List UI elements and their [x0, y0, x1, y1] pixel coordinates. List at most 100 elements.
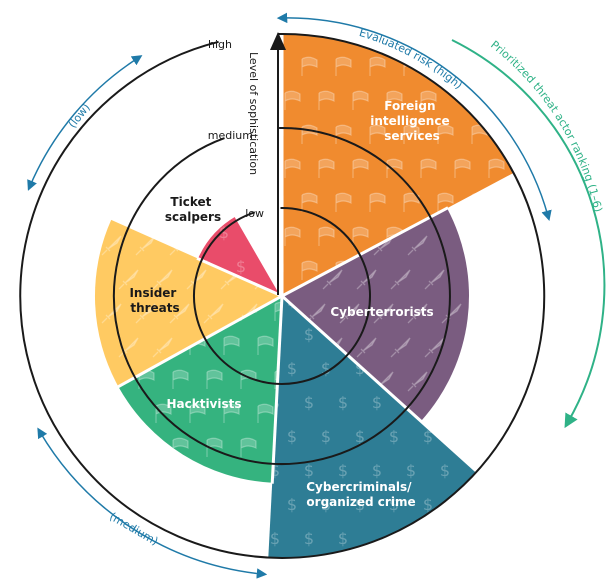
flag-icon [166, 125, 181, 144]
dollar-icon: $ [372, 461, 382, 480]
flag-icon [183, 159, 198, 178]
flag-icon [489, 363, 504, 382]
dollar-icon: $ [389, 495, 399, 514]
dollar-icon: $ [168, 461, 178, 480]
separator-cyberterrorists [281, 206, 449, 298]
flag-icon [234, 533, 249, 552]
dollar-icon: $ [253, 223, 263, 242]
wedge-ticket-scalpers [198, 216, 282, 296]
dollar-icon: $ [321, 495, 331, 514]
flag-icon [274, 301, 283, 321]
flag-icon [505, 260, 514, 280]
dollar-icon: $ [236, 529, 246, 548]
flag-icon [257, 335, 274, 355]
knife-icon [356, 269, 377, 290]
dollar-icon: $ [304, 325, 314, 344]
low-risk-arrow [27, 55, 143, 191]
axis-title: Level of sophistication [247, 52, 260, 175]
knife-icon [135, 235, 156, 256]
knife-icon [101, 235, 122, 256]
dollar-icon: $ [100, 393, 110, 412]
flag-icon [81, 431, 96, 450]
knife-icon [373, 303, 394, 324]
dollar-icon: $ [219, 223, 229, 242]
flag-icon [488, 294, 505, 296]
flag-icon [471, 192, 488, 212]
wedge-cybercriminals [268, 296, 477, 558]
knife-icon [170, 168, 189, 187]
dollar-icon: $ [491, 223, 501, 242]
flag-icon [64, 193, 79, 212]
knife-icon [339, 303, 360, 324]
dollar-icon: $ [32, 257, 42, 276]
flag-icon [149, 159, 164, 178]
dollar-icon: $ [83, 291, 93, 310]
dollar-icon: $ [304, 461, 314, 480]
dollar-icon: $ [66, 325, 76, 344]
dollar-icon: $ [457, 427, 467, 446]
dollar-icon: $ [440, 461, 450, 480]
flag-icon [438, 397, 453, 416]
flag-icon [318, 226, 335, 246]
flag-icon [98, 465, 113, 484]
flag-icon [132, 193, 147, 212]
flag-icon [217, 499, 232, 518]
dollar-icon: $ [338, 393, 348, 412]
separator-ticket [196, 256, 283, 298]
knife-icon [170, 168, 189, 187]
dollar-icon: $ [66, 189, 76, 208]
flag-icon [30, 261, 45, 280]
label-insider-threats: Insider threats [129, 286, 180, 315]
flag-icon [166, 465, 181, 484]
dollar-icon: $ [253, 223, 263, 242]
flag-icon [81, 295, 96, 314]
ring-low [193, 206, 372, 385]
knife-icon [169, 303, 190, 324]
dollar-icon: $ [49, 223, 59, 242]
knife-icon [407, 235, 428, 256]
knife-icon [390, 269, 411, 290]
dollar-icon: $ [508, 189, 518, 208]
dollar-icon: $ [321, 359, 331, 378]
knife-icon [322, 269, 343, 290]
flag-icon [183, 91, 198, 110]
separator-ticket-end [234, 214, 284, 297]
knife-icon [118, 219, 139, 222]
flag-icon [115, 91, 130, 110]
dollar-icon: $ [117, 427, 127, 446]
knife-icon [118, 269, 139, 290]
dollar-icon: $ [440, 393, 450, 412]
dollar-icon: $ [185, 495, 195, 514]
flag-icon [189, 403, 206, 423]
dollar-icon: $ [253, 495, 263, 514]
flag-icon [30, 329, 45, 348]
flag-icon [257, 403, 274, 423]
flag-icon [523, 295, 538, 314]
dollar-icon: $ [474, 257, 484, 276]
flag-icon [47, 363, 62, 382]
dollar-icon: $ [287, 495, 297, 514]
knife-icon [204, 168, 223, 187]
dollar-icon: $ [355, 359, 365, 378]
dollar-icon: $ [100, 121, 110, 140]
dollar-icon: $ [83, 223, 93, 242]
flag-icon [472, 397, 487, 416]
dollar-icon: $ [202, 53, 212, 72]
label-ticket-scalpers: Ticket scalpers [165, 195, 221, 224]
label-cyberterrorists: Cyberterrorists [330, 305, 433, 319]
wedge-insider-threats [94, 219, 282, 387]
separator-cybercriminals [280, 294, 479, 474]
dollar-icon: $ [134, 461, 144, 480]
knife-icon [203, 303, 224, 324]
separator-insider [116, 294, 283, 389]
flag-icon [200, 57, 215, 76]
dollar-icon: $ [185, 223, 195, 242]
dollar-icon: $ [491, 359, 501, 378]
dollar-icon: $ [219, 155, 229, 174]
flag-icon [183, 499, 198, 518]
knife-icon [356, 337, 377, 358]
dollar-icon: $ [49, 359, 59, 378]
flag-icon [506, 329, 521, 348]
dollar-icon: $ [270, 529, 280, 548]
